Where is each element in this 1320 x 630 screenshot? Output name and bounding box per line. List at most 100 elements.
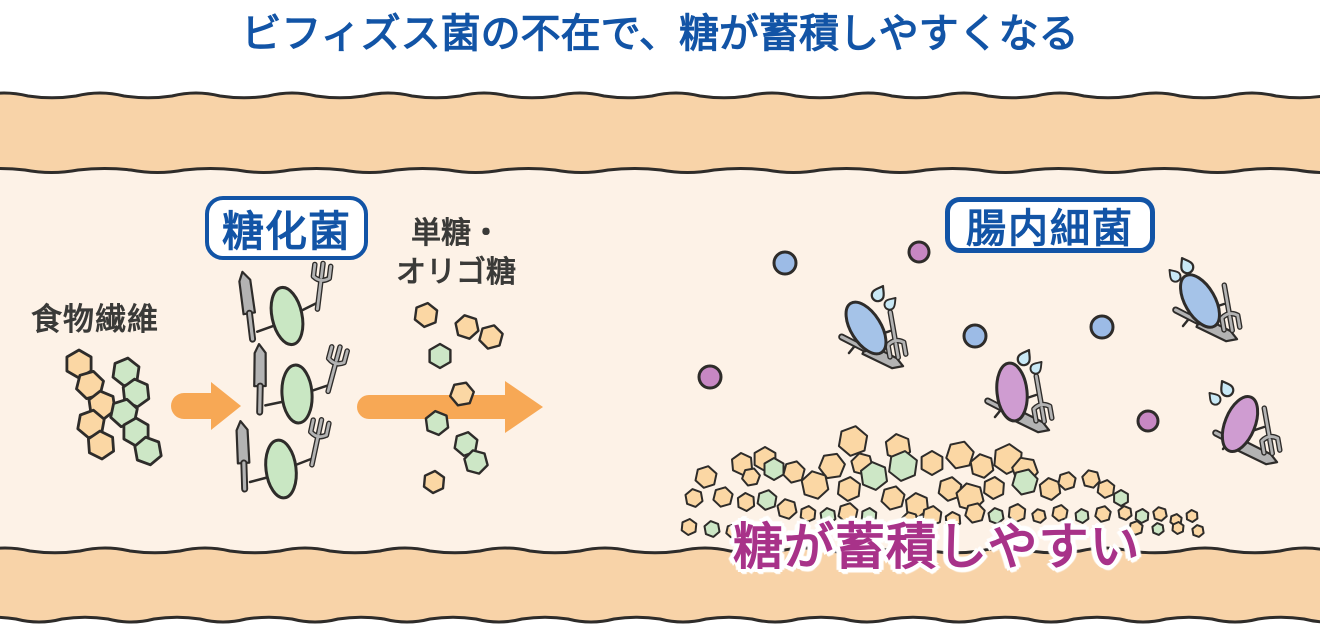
sugar-hexagon xyxy=(837,502,859,524)
sweat-drop-icon xyxy=(883,297,897,311)
intestine-wall-bottom xyxy=(0,546,1320,624)
fiber-chain-green xyxy=(109,356,163,467)
sugar-hexagon xyxy=(422,469,446,495)
sugar-hexagon xyxy=(799,505,817,523)
struggling-gut-bacterium-purple xyxy=(984,348,1055,434)
sugar-hexagon xyxy=(428,342,452,370)
sugar-hexagon xyxy=(694,465,718,489)
fork-icon xyxy=(1031,373,1055,425)
bacterium-dot-blue xyxy=(962,323,988,349)
sugar-hexagon xyxy=(1051,504,1069,522)
sugar-hexagon xyxy=(818,452,846,480)
sugar-hexagon xyxy=(725,523,741,539)
sugar-hexagon xyxy=(987,507,1005,525)
sugar-hexagon xyxy=(763,457,785,481)
sugar-hexagon xyxy=(1191,524,1205,538)
sugar-hexagon xyxy=(680,518,698,536)
sugar-hexagon xyxy=(776,498,798,520)
sugar-hexagon xyxy=(1117,505,1133,521)
sugar-hexagon xyxy=(736,492,756,512)
sugar-hexagon xyxy=(453,431,479,457)
saccharifying-bacterium xyxy=(235,417,332,500)
bacterium-body xyxy=(280,363,314,425)
label-gut-bacteria-text: 腸内細菌 xyxy=(966,206,1134,252)
struggling-gut-bacterium-blue xyxy=(838,284,909,370)
sugar-hexagon xyxy=(1113,489,1129,507)
label-gut-bacteria: 腸内細菌 xyxy=(945,197,1155,253)
saccharifying-bacterium xyxy=(238,260,334,347)
sugar-hexagon xyxy=(888,450,918,482)
fork-icon xyxy=(1219,282,1243,334)
fiber-chain-orange xyxy=(65,348,117,461)
label-saccharifying-bacteria: 糖化菌 xyxy=(205,196,368,260)
sugar-hexagon xyxy=(1128,520,1144,536)
flow-arrow xyxy=(171,382,241,430)
bacterium-dot-blue xyxy=(1089,314,1115,340)
sweat-drop-icon xyxy=(1220,379,1235,398)
sugar-hexagon xyxy=(920,450,944,476)
label-saccharifying-bacteria-text: 糖化菌 xyxy=(221,206,351,256)
sugar-hexagon xyxy=(969,453,995,479)
sugar-hexagon xyxy=(1185,509,1199,523)
bacterium-body xyxy=(844,300,888,356)
sugar-hexagon xyxy=(1134,508,1150,524)
fiber-hexagon xyxy=(75,369,105,401)
sweat-drop-icon xyxy=(1016,348,1031,367)
sugar-hexagon xyxy=(741,467,761,487)
struggling-gut-bacterium-purple xyxy=(1208,379,1283,466)
sugar-hexagon xyxy=(1011,468,1039,496)
fiber-hexagon xyxy=(87,429,115,461)
sugar-hexagon xyxy=(937,476,963,502)
sugar-hexagon xyxy=(1007,503,1027,523)
bacterium-dot-blue xyxy=(772,250,798,276)
fork-icon xyxy=(307,417,332,468)
sugar-hexagon xyxy=(1081,469,1101,489)
mono-sugar-line1: 単糖・ xyxy=(411,216,501,251)
sugar-hexagon xyxy=(1074,508,1090,524)
sugar-hexagon xyxy=(880,485,906,511)
bacterium-dot-purple xyxy=(907,240,931,264)
sweat-drop-icon xyxy=(1168,269,1182,283)
sugar-hexagon xyxy=(478,324,504,350)
sugar-hexagon xyxy=(1152,506,1168,522)
saccharifying-bacterium xyxy=(253,342,350,425)
bacterium-body xyxy=(1179,273,1221,329)
sugar-hexagon xyxy=(1031,508,1047,524)
knife-icon xyxy=(235,420,251,493)
sugar-hexagon xyxy=(1057,471,1077,491)
sugar-hexagon xyxy=(749,522,765,538)
sugar-hexagon xyxy=(1038,477,1062,501)
bacterium-body xyxy=(995,361,1029,423)
sugar-hexagon xyxy=(837,476,861,502)
sugar-hexagon xyxy=(921,505,943,527)
sugar-hexagon xyxy=(454,314,480,340)
bacterium-body xyxy=(1220,395,1260,453)
sweat-drop-icon xyxy=(1029,361,1043,375)
intestine-wall-top xyxy=(0,91,1320,174)
sugar-hexagon xyxy=(782,460,806,484)
sweat-drop-icon xyxy=(1180,256,1195,275)
caption-sugar-accumulates: 糖が蓄積しやすい xyxy=(733,518,1141,576)
bacterium-dot-purple xyxy=(697,364,723,390)
sugar-hexagon xyxy=(1094,505,1112,523)
sugar-hexagon xyxy=(703,520,721,538)
flow-arrow xyxy=(357,381,543,433)
sugar-hexagon xyxy=(756,489,778,511)
sugar-hexagon xyxy=(800,470,830,500)
sweat-drop-icon xyxy=(1208,392,1222,406)
sugar-hexagon xyxy=(712,486,734,508)
page-title: ビフィズス菌の不在で、糖が蓄積しやすくなる xyxy=(241,11,1079,57)
sugar-hexagon xyxy=(945,440,975,470)
sugar-hexagon xyxy=(1096,479,1116,499)
accumulated-sugar-pile xyxy=(680,425,1205,539)
sugar-hexagon xyxy=(860,461,888,491)
sugar-hexagon xyxy=(964,502,986,524)
sugar-hexagon xyxy=(905,492,929,518)
knife-icon xyxy=(238,270,257,343)
bacterium-dot-purple xyxy=(1136,409,1160,433)
fork-icon xyxy=(1259,405,1283,457)
sugar-hexagon xyxy=(413,301,439,329)
fork-icon xyxy=(325,344,350,395)
sugar-hexagon xyxy=(860,507,878,525)
